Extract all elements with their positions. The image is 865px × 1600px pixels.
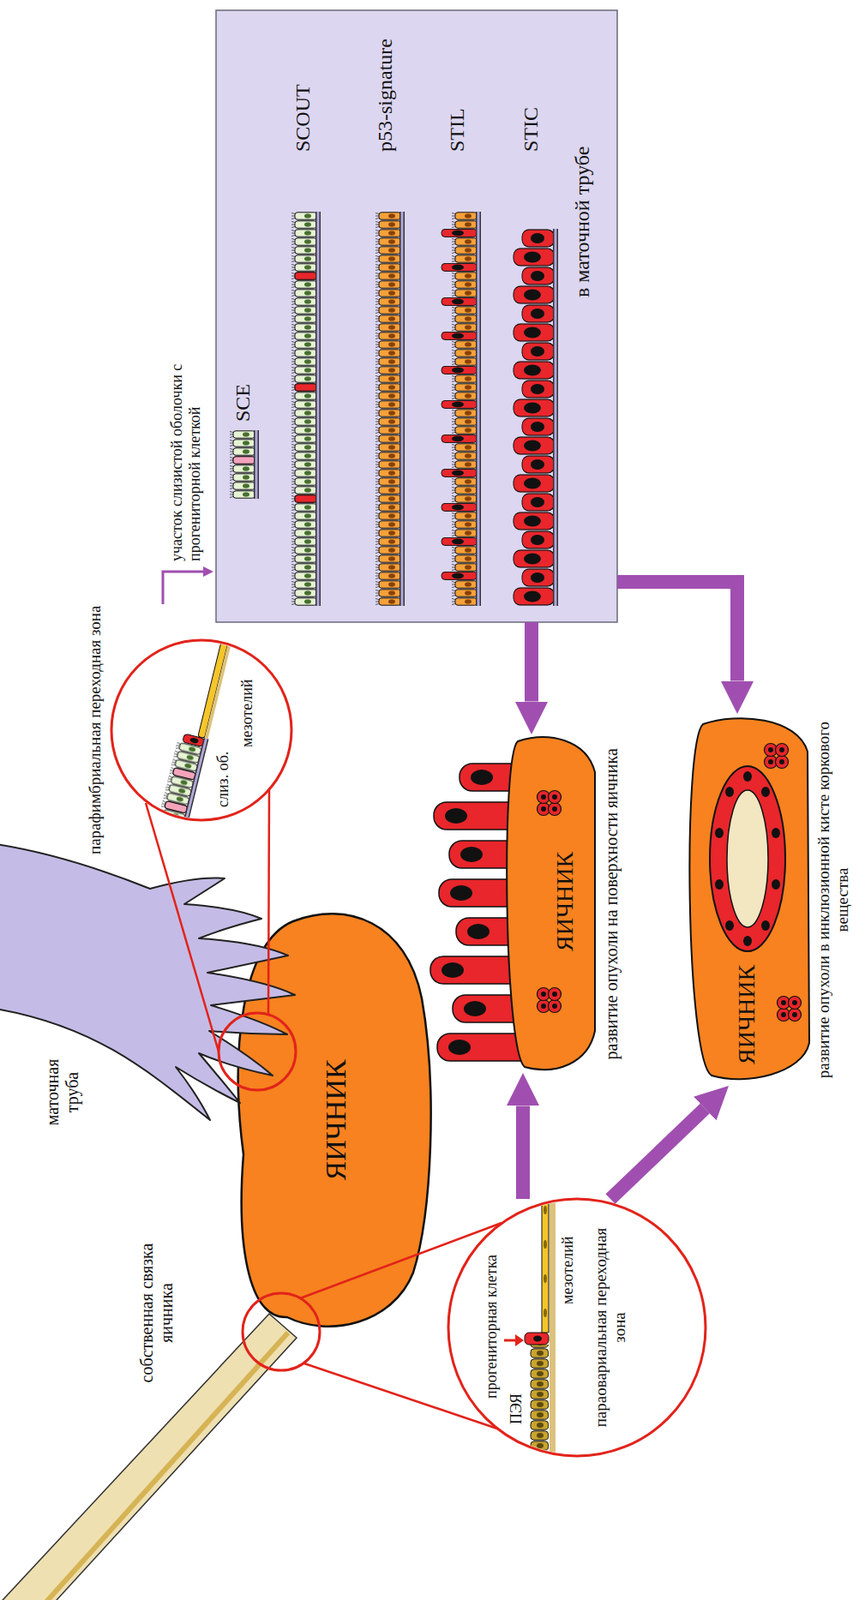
ovary: ЯИЧНИК xyxy=(235,914,429,1327)
parafimbrial-mucosa xyxy=(111,615,292,831)
figure-label: маточная труба xyxy=(42,1051,83,1134)
node-text: STIL xyxy=(445,108,470,152)
lesion-panel: SCE SCOUT p53-signatureSTIL STIC в маточной … xyxy=(216,10,618,623)
node-text: слиз. об. xyxy=(214,751,233,808)
surface-tumour-ovary xyxy=(430,737,595,1070)
node-text: параовариальная переходная зона xyxy=(591,1220,630,1436)
flow-arrow xyxy=(610,1109,705,1200)
flow-arrow xyxy=(617,582,738,682)
node-text: мезотелий xyxy=(558,1237,577,1305)
node-text: развитие опухоли на поверхности яичника xyxy=(601,748,622,1060)
node-text: SCE xyxy=(231,384,256,422)
figure-label: собственная связка яичника xyxy=(137,1227,177,1400)
zoom-circle: прогениторная клеткаПЭЯ мезотелий параовар… xyxy=(448,1199,706,1457)
flow-arrow xyxy=(524,622,539,703)
zoom-circle: парафимбриальная переходная зона слиз. об… xyxy=(84,604,292,857)
lesion-panel-art xyxy=(216,10,618,623)
node-text: парафимбриальная переходная зона xyxy=(85,606,105,855)
node-text: ПЭЯ xyxy=(507,1393,526,1425)
tumour-ovary: ЯИЧНИК развитие опухоли на поверхности яи… xyxy=(424,734,626,1074)
ovary-shape xyxy=(238,913,432,1327)
node-text: STIC xyxy=(519,107,544,152)
node-text: в маточной трубе xyxy=(570,146,595,298)
paraovarian-epithelium xyxy=(448,1180,706,1472)
tumour-ovary: ЯИЧНИК развитие опухоли в инклюзионной ки… xyxy=(685,714,854,1087)
node-text: развитие опухоли в инклюзионной кисте ко… xyxy=(814,715,853,1085)
node-text: ЯИЧНИК xyxy=(318,1059,353,1181)
flow-arrow xyxy=(162,571,204,605)
edge-label: участок слизистой оболочки с прогениторн… xyxy=(168,304,204,562)
node-text: ЯИЧНИК xyxy=(732,965,761,1065)
flow-arrow xyxy=(516,1105,530,1200)
node-text: p53-signature xyxy=(373,38,398,152)
inclusion-cyst-ovary xyxy=(689,718,810,1080)
node-text: SCOUT xyxy=(291,84,316,152)
node-text: мезотелий xyxy=(238,679,257,748)
node-text: прогениторная клетка xyxy=(482,1255,501,1400)
node-text: ЯИЧНИК xyxy=(551,852,579,952)
